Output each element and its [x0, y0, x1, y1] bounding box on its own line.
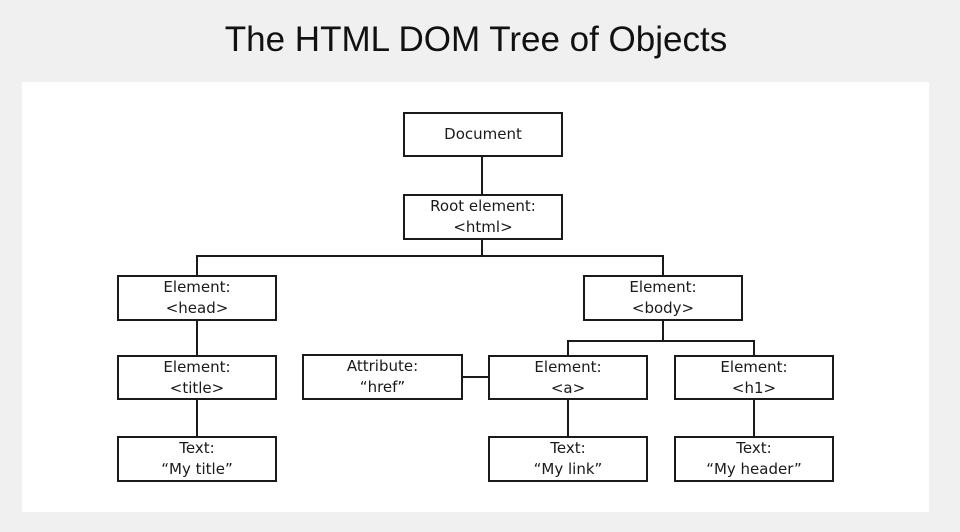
- connector-root-branch: [196, 255, 664, 257]
- node-h1-value: <h1>: [731, 378, 777, 397]
- node-text-header-label: Text:: [736, 439, 772, 457]
- node-text-link-label: Text:: [550, 439, 586, 457]
- connector-body-stem: [662, 321, 664, 340]
- connector-a-text: [567, 400, 569, 436]
- node-title-label: Element:: [163, 357, 231, 376]
- node-attribute-href: Attribute: “href”: [302, 354, 463, 400]
- connector-branch-h1: [753, 342, 755, 355]
- node-text-my-link: Text: “My link”: [488, 436, 648, 482]
- node-a-label: Element:: [534, 357, 602, 376]
- node-body-value: <body>: [631, 299, 695, 317]
- node-attr-value: “href”: [359, 378, 406, 396]
- connector-head-title: [196, 321, 198, 355]
- connector-root-stem: [481, 240, 483, 257]
- node-element-title: Element: <title>: [117, 355, 277, 400]
- node-a-value: <a>: [550, 378, 586, 397]
- node-text-my-header: Text: “My header”: [674, 436, 834, 482]
- page-title: The HTML DOM Tree of Objects: [224, 20, 728, 59]
- node-element-a: Element: <a>: [488, 355, 648, 400]
- connector-document-root: [481, 157, 483, 194]
- connector-body-branch: [567, 340, 755, 342]
- diagram-panel: Document Root element: <html> Element: <…: [22, 82, 929, 512]
- connector-h1-text: [753, 400, 755, 436]
- node-element-head: Element: <head>: [117, 275, 277, 321]
- connector-title-text: [196, 400, 198, 436]
- node-title-value: <title>: [169, 378, 225, 397]
- node-text-header-value: “My header”: [706, 460, 802, 478]
- connector-branch-head: [196, 257, 198, 275]
- node-text-title-label: Text:: [179, 439, 215, 457]
- node-body-label: Element:: [629, 278, 697, 296]
- connector-branch-body: [662, 257, 664, 275]
- node-document-label: Document: [444, 125, 522, 143]
- node-root-element: Root element: <html>: [403, 194, 563, 240]
- node-head-value: <head>: [165, 299, 229, 317]
- node-document: Document: [403, 112, 563, 157]
- node-text-my-title: Text: “My title”: [117, 436, 277, 482]
- node-text-title-value: “My title”: [161, 460, 233, 478]
- node-head-label: Element:: [163, 278, 231, 296]
- node-element-h1: Element: <h1>: [674, 355, 834, 400]
- node-root-value: <html>: [453, 218, 513, 236]
- node-text-link-value: “My link”: [533, 460, 603, 478]
- node-element-body: Element: <body>: [583, 275, 743, 321]
- connector-attribute-a: [463, 376, 488, 378]
- connector-branch-a: [567, 342, 569, 355]
- node-attr-label: Attribute:: [346, 357, 419, 375]
- node-root-label: Root element:: [430, 197, 536, 215]
- node-h1-label: Element:: [720, 357, 788, 376]
